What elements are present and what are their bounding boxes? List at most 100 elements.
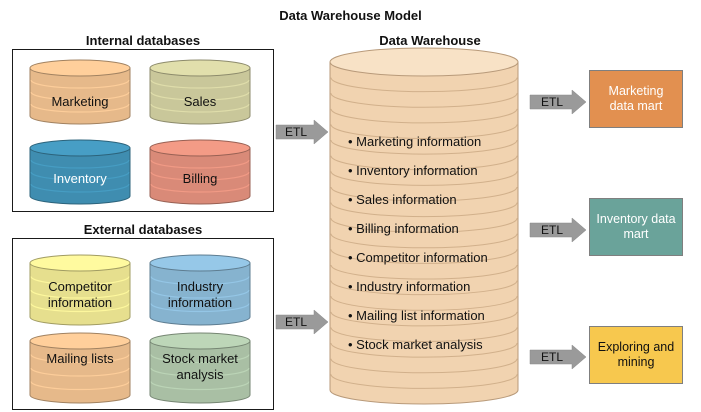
inventory-data-mart: Inventory data mart [589, 198, 683, 256]
external-db-cylinder-ring [30, 367, 130, 377]
internal-db-cylinder-top [29, 59, 131, 77]
warehouse-cylinder-ring [330, 93, 518, 108]
database-label: Billing [182, 171, 218, 186]
internal-db-cylinder-ring [150, 171, 250, 181]
warehouse-cylinder-ring [330, 218, 518, 233]
internal-db-cylinder-ring [30, 103, 130, 113]
warehouse-cylinder-ring [330, 139, 518, 155]
warehouse-item: • Billing information [348, 221, 459, 236]
external-db-cylinder-top [29, 254, 131, 272]
warehouse-cylinder-ring [330, 77, 518, 93]
etl-label-external: ETL [285, 315, 308, 329]
database-mailing-lists: Mailing lists [30, 333, 130, 405]
database-inventory: Inventory [30, 140, 130, 208]
internal-databases-title: Internal databases [85, 33, 201, 48]
database-label: Sales [183, 94, 217, 109]
warehouse-item: • Marketing information [348, 134, 482, 149]
database-label: Inventory [53, 171, 107, 186]
internal-db-cylinder-ring [150, 183, 250, 193]
external-db-cylinder-top [149, 332, 251, 350]
etl-label-inventory-mart: ETL [541, 223, 564, 237]
internal-db-cylinder-body [149, 67, 251, 125]
internal-db-cylinder-ring [150, 159, 250, 169]
external-db-cylinder-body [29, 340, 131, 404]
data-warehouse-title: Data Warehouse [379, 33, 481, 48]
etl-arrow-inventory-mart [529, 217, 587, 243]
warehouse-cylinder-ring [330, 311, 518, 327]
warehouse-item: • Inventory information [348, 163, 478, 178]
internal-db-cylinder-body [149, 147, 251, 205]
external-db-cylinder-ring [30, 276, 130, 286]
warehouse-cylinder-ring [330, 233, 518, 249]
warehouse-cylinder-ring [330, 374, 518, 389]
database-sales: Sales [150, 60, 250, 128]
internal-db-cylinder-body [29, 147, 131, 205]
internal-db-cylinder-ring [30, 183, 130, 193]
database-label: Marketing [51, 94, 109, 109]
warehouse-item: • Industry information [348, 279, 471, 294]
etl-arrow-internal [275, 119, 329, 145]
external-db-cylinder-body [149, 340, 251, 404]
external-db-cylinder-ring [30, 303, 130, 313]
warehouse-cylinder-ring [330, 186, 518, 202]
warehouse-cylinder-ring [330, 296, 518, 311]
external-databases-title: External databases [83, 222, 203, 237]
database-billing: Billing [150, 140, 250, 208]
etl-label-marketing-mart: ETL [541, 95, 564, 109]
database-industry-information: Industry information [150, 255, 250, 327]
database-label: Industry information [167, 279, 233, 310]
warehouse-cylinder-ring [330, 264, 518, 280]
external-db-cylinder-body [29, 262, 131, 326]
external-db-cylinder-ring [150, 381, 250, 391]
warehouse-item: • Stock market analysis [348, 337, 483, 352]
etl-arrow-external [275, 309, 329, 335]
internal-db-cylinder-ring [30, 91, 130, 101]
external-db-cylinder-ring [150, 276, 250, 286]
exploring-and-mining: Exploring and mining [589, 326, 683, 384]
internal-db-cylinder-body [29, 67, 131, 125]
marketing-data-mart: Marketing data mart [589, 70, 683, 128]
warehouse-item: • Sales information [348, 192, 457, 207]
warehouse-cylinder-ring [330, 249, 518, 264]
external-db-cylinder-ring [30, 354, 130, 364]
etl-arrow-marketing-mart [529, 89, 587, 115]
warehouse-cylinder-ring [330, 171, 518, 186]
internal-db-cylinder-top [149, 139, 251, 157]
warehouse-cylinder-ring [330, 155, 518, 171]
database-marketing: Marketing [30, 60, 130, 128]
internal-db-cylinder-ring [150, 79, 250, 89]
warehouse-cylinder-ring [330, 327, 518, 343]
diagram-title: Data Warehouse Model [279, 8, 422, 23]
warehouse-item: • Competitor information [348, 250, 488, 265]
internal-db-cylinder-ring [30, 159, 130, 169]
etl-label-exploring-mining: ETL [541, 350, 564, 364]
database-label: Mailing lists [46, 351, 114, 366]
warehouse-cylinder-ring [330, 108, 518, 124]
external-db-cylinder-ring [30, 381, 130, 391]
database-competitor-information: Competitor information [30, 255, 130, 327]
warehouse-cylinder-ring [330, 358, 518, 374]
warehouse-cylinder-ring [330, 280, 518, 296]
internal-db-cylinder-top [29, 139, 131, 157]
warehouse-cylinder-top [329, 47, 519, 77]
external-db-cylinder-top [29, 332, 131, 350]
internal-db-cylinder-ring [150, 91, 250, 101]
external-db-cylinder-ring [150, 289, 250, 299]
internal-db-cylinder-ring [150, 103, 250, 113]
etl-arrow-exploring-mining [529, 344, 587, 370]
external-db-cylinder-body [149, 262, 251, 326]
database-label: Competitor information [47, 279, 113, 310]
external-db-cylinder-top [149, 254, 251, 272]
external-db-cylinder-ring [150, 303, 250, 313]
database-stock-market-analysis: Stock market analysis [150, 333, 250, 405]
database-label: Stock market analysis [162, 351, 238, 382]
internal-db-cylinder-top [149, 59, 251, 77]
warehouse-item: • Mailing list information [348, 308, 485, 323]
internal-db-cylinder-ring [30, 171, 130, 181]
warehouse-cylinder-body [329, 61, 519, 405]
etl-label-internal: ETL [285, 125, 308, 139]
warehouse-cylinder-ring [330, 202, 518, 218]
external-db-cylinder-ring [30, 289, 130, 299]
internal-db-cylinder-ring [30, 79, 130, 89]
